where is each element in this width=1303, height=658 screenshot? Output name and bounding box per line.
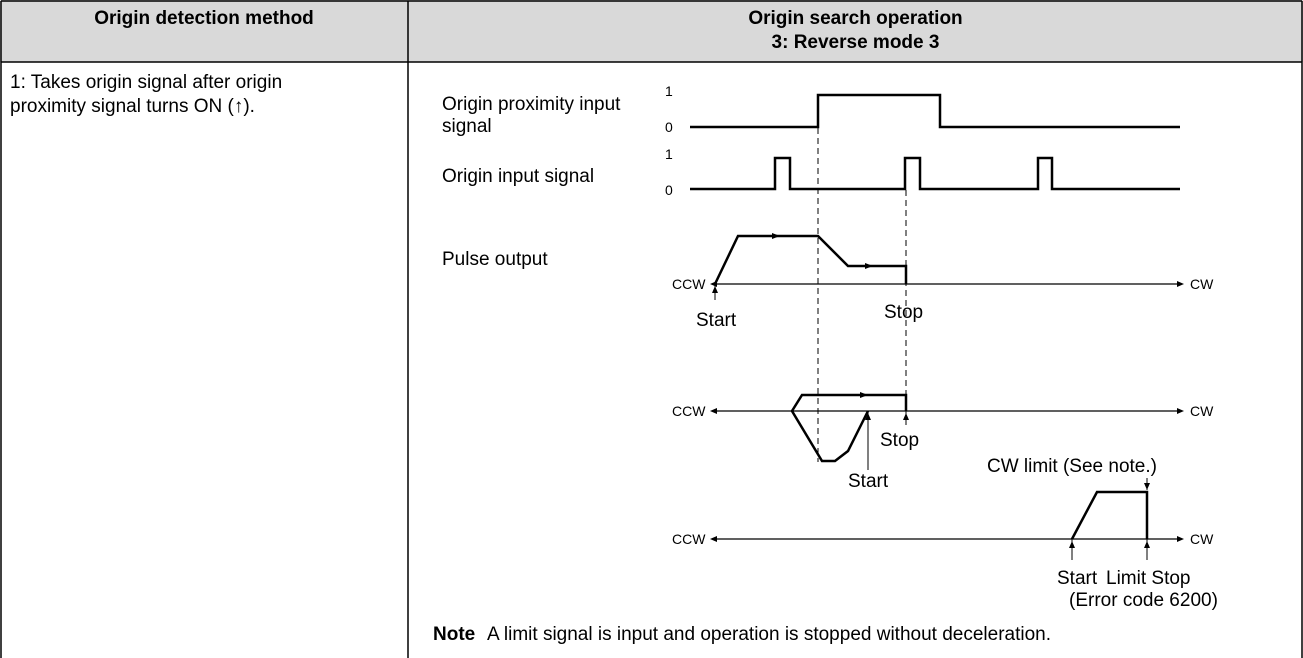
- limit-stop-label: Limit Stop: [1106, 568, 1190, 589]
- note-text: A limit signal is input and operation is…: [487, 624, 1051, 645]
- error-code-label: (Error code 6200): [1069, 590, 1218, 611]
- header-cell-method: [0, 0, 408, 62]
- axis-2: [710, 408, 1184, 414]
- origin-label: Origin input signal: [442, 166, 594, 187]
- pulse-label: Pulse output: [442, 249, 548, 270]
- pulse-profile-3: [1070, 490, 1149, 540]
- pulse-profile-1-arrow-b: [865, 263, 873, 269]
- cw-limit-label: CW limit (See note.): [987, 456, 1157, 477]
- proximity-level-zero: 0: [665, 119, 673, 135]
- pulse-profile-2: [790, 393, 908, 463]
- stop-label-2: Stop: [880, 430, 919, 451]
- axis-3: [710, 536, 1184, 542]
- proximity-level-one: 1: [665, 83, 673, 99]
- axis2-cw-label: CW: [1190, 403, 1214, 419]
- start-label-1: Start: [696, 310, 737, 331]
- start-label-3: Start: [1057, 568, 1098, 589]
- pulse-profile-2-arrow-a: [860, 392, 868, 398]
- pulse-profile-1: [713, 234, 908, 285]
- pulse-profile-1-arrow-a: [772, 233, 780, 239]
- axis3-cw-label: CW: [1190, 531, 1214, 547]
- axis1-cw-label: CW: [1190, 276, 1214, 292]
- col2-header-line2: 3: Reverse mode 3: [771, 32, 940, 53]
- origin-level-one: 1: [665, 146, 673, 162]
- origin-waveform: [690, 156, 1180, 191]
- proximity-waveform: [690, 93, 1180, 129]
- start-label-2: Start: [848, 471, 889, 492]
- stop-label-1: Stop: [884, 302, 923, 323]
- method-line2: proximity signal turns ON (↑).: [10, 96, 255, 117]
- axis-1: [710, 281, 1184, 287]
- proximity-label-line1: Origin proximity input: [442, 94, 621, 115]
- col2-header-line1: Origin search operation: [748, 8, 963, 29]
- note-label: Note: [433, 624, 475, 645]
- axis3-ccw-label: CCW: [672, 531, 706, 547]
- axis1-ccw-label: CCW: [672, 276, 706, 292]
- axis2-ccw-label: CCW: [672, 403, 706, 419]
- origin-level-zero: 0: [665, 182, 673, 198]
- header-cell-operation: [408, 0, 1303, 62]
- col1-header: Origin detection method: [94, 8, 314, 29]
- proximity-label-line2: signal: [442, 116, 492, 137]
- method-line1: 1: Takes origin signal after origin: [10, 72, 283, 93]
